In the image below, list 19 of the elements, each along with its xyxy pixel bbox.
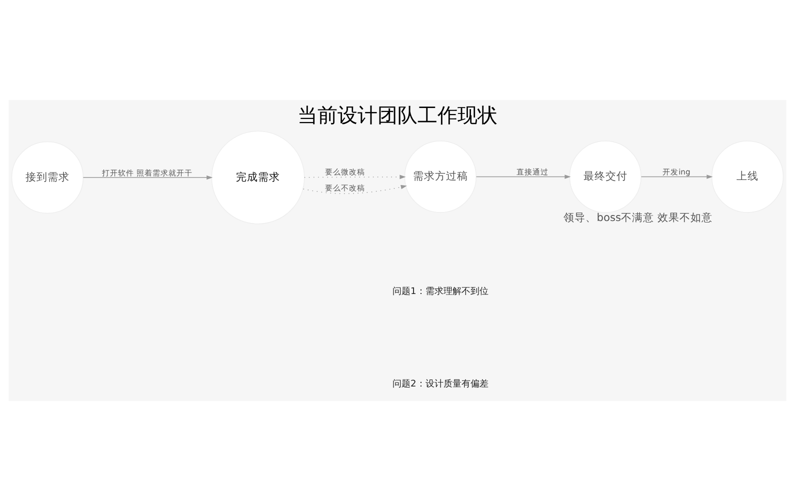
edge-label: 开发ing (662, 166, 690, 176)
edge-label: 要么微改稿 (325, 166, 366, 176)
arrow (302, 184, 407, 194)
node-circle: 完成需求 (211, 130, 305, 224)
label: 问题2：设计质量有偏差 (392, 379, 488, 390)
label: 问题1：需求理解不到位 (392, 286, 488, 296)
edge-label: 打开软件 照着需求就开干 (102, 168, 193, 177)
node-circle: 需求方过稿 (404, 140, 477, 212)
edge-label: 直接通过 (516, 166, 548, 176)
arrow (640, 174, 713, 178)
node-circle: 最终交付 (569, 140, 642, 212)
arrow (476, 174, 571, 178)
diagram-title: 当前设计团队工作现状 (298, 103, 498, 126)
node-label: 领导、boss不满意 效果不如意 (564, 210, 712, 224)
node-circle: 接到需求 (11, 140, 84, 214)
arrow (82, 174, 213, 180)
arrow (304, 174, 406, 179)
node-circle: 上线 (711, 140, 784, 212)
edge-label: 要么不改稿 (325, 182, 366, 192)
